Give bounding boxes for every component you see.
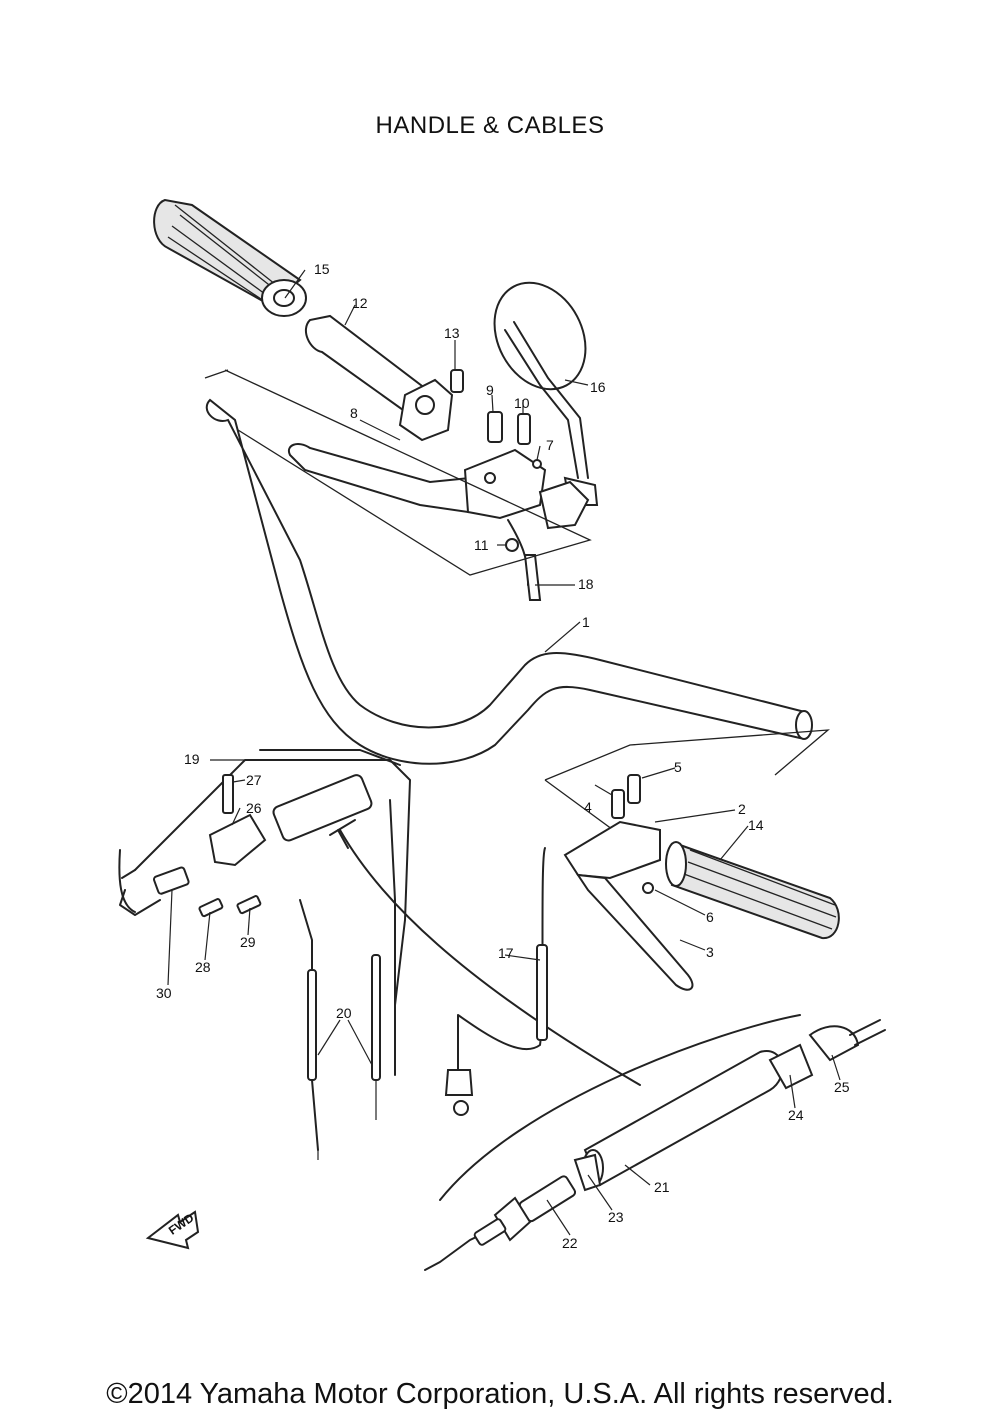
pin-29 [236,895,262,915]
callout-17: 17 [498,945,514,961]
callout-11: 11 [474,537,489,553]
bolt-5 [627,774,641,804]
assembly-frame-top [204,369,592,576]
callout-21: 21 [654,1179,670,1195]
bolt-10 [517,413,531,445]
screw-27 [222,774,234,814]
callout-29: 29 [240,934,256,950]
right-grip [665,841,840,940]
callout-labels: 1 2 3 4 5 6 7 8 9 10 11 12 13 14 15 16 1… [156,261,850,1251]
callout-5: 5 [674,759,682,775]
bolt-4 [611,789,625,819]
throttle-cable-assembly [119,749,411,1006]
callout-1: 1 [582,614,590,630]
routing-arc [339,829,641,1086]
nut-11 [505,538,519,552]
nut-6 [642,882,654,894]
throttle-cables [299,799,396,1160]
bolt-9 [487,411,503,443]
fwd-arrow: FWD [145,1210,200,1250]
washer-7 [532,459,542,469]
clutch-lever-assembly [287,443,590,601]
callout-15: 15 [314,261,330,277]
callout-12: 12 [352,295,368,311]
cable-18 [523,554,542,601]
diagram-title: HANDLE & CABLES [375,112,605,139]
callout-7: 7 [546,437,554,453]
callout-19: 19 [184,751,200,767]
callout-26: 26 [246,800,262,816]
callout-14: 14 [748,817,764,833]
callout-23: 23 [608,1209,624,1225]
cable-19-end [118,849,136,913]
callout-3: 3 [706,944,714,960]
callout-25: 25 [834,1079,850,1095]
screw-13 [450,369,464,393]
callout-16: 16 [590,379,606,395]
clutch-cable [444,847,548,1116]
callout-27: 27 [246,772,262,788]
callout-30: 30 [156,985,172,1001]
leader-lines [167,269,841,1236]
callout-2: 2 [738,801,746,817]
callout-13: 13 [444,325,460,341]
callout-9: 9 [486,382,494,398]
callout-8: 8 [350,405,358,421]
brake-lever-assembly [544,729,830,991]
copyright-footer: ©2014 Yamaha Motor Corporation, U.S.A. A… [106,1378,894,1410]
callout-24: 24 [788,1107,804,1123]
meter-cable-assembly [424,1014,886,1271]
callout-20: 20 [336,1005,352,1021]
callout-18: 18 [578,576,594,592]
pin-28 [198,898,224,918]
callout-10: 10 [514,395,530,411]
callout-4: 4 [584,799,592,815]
callout-28: 28 [195,959,211,975]
callout-6: 6 [706,909,714,925]
left-grip [153,198,307,317]
callout-22: 22 [562,1235,578,1251]
